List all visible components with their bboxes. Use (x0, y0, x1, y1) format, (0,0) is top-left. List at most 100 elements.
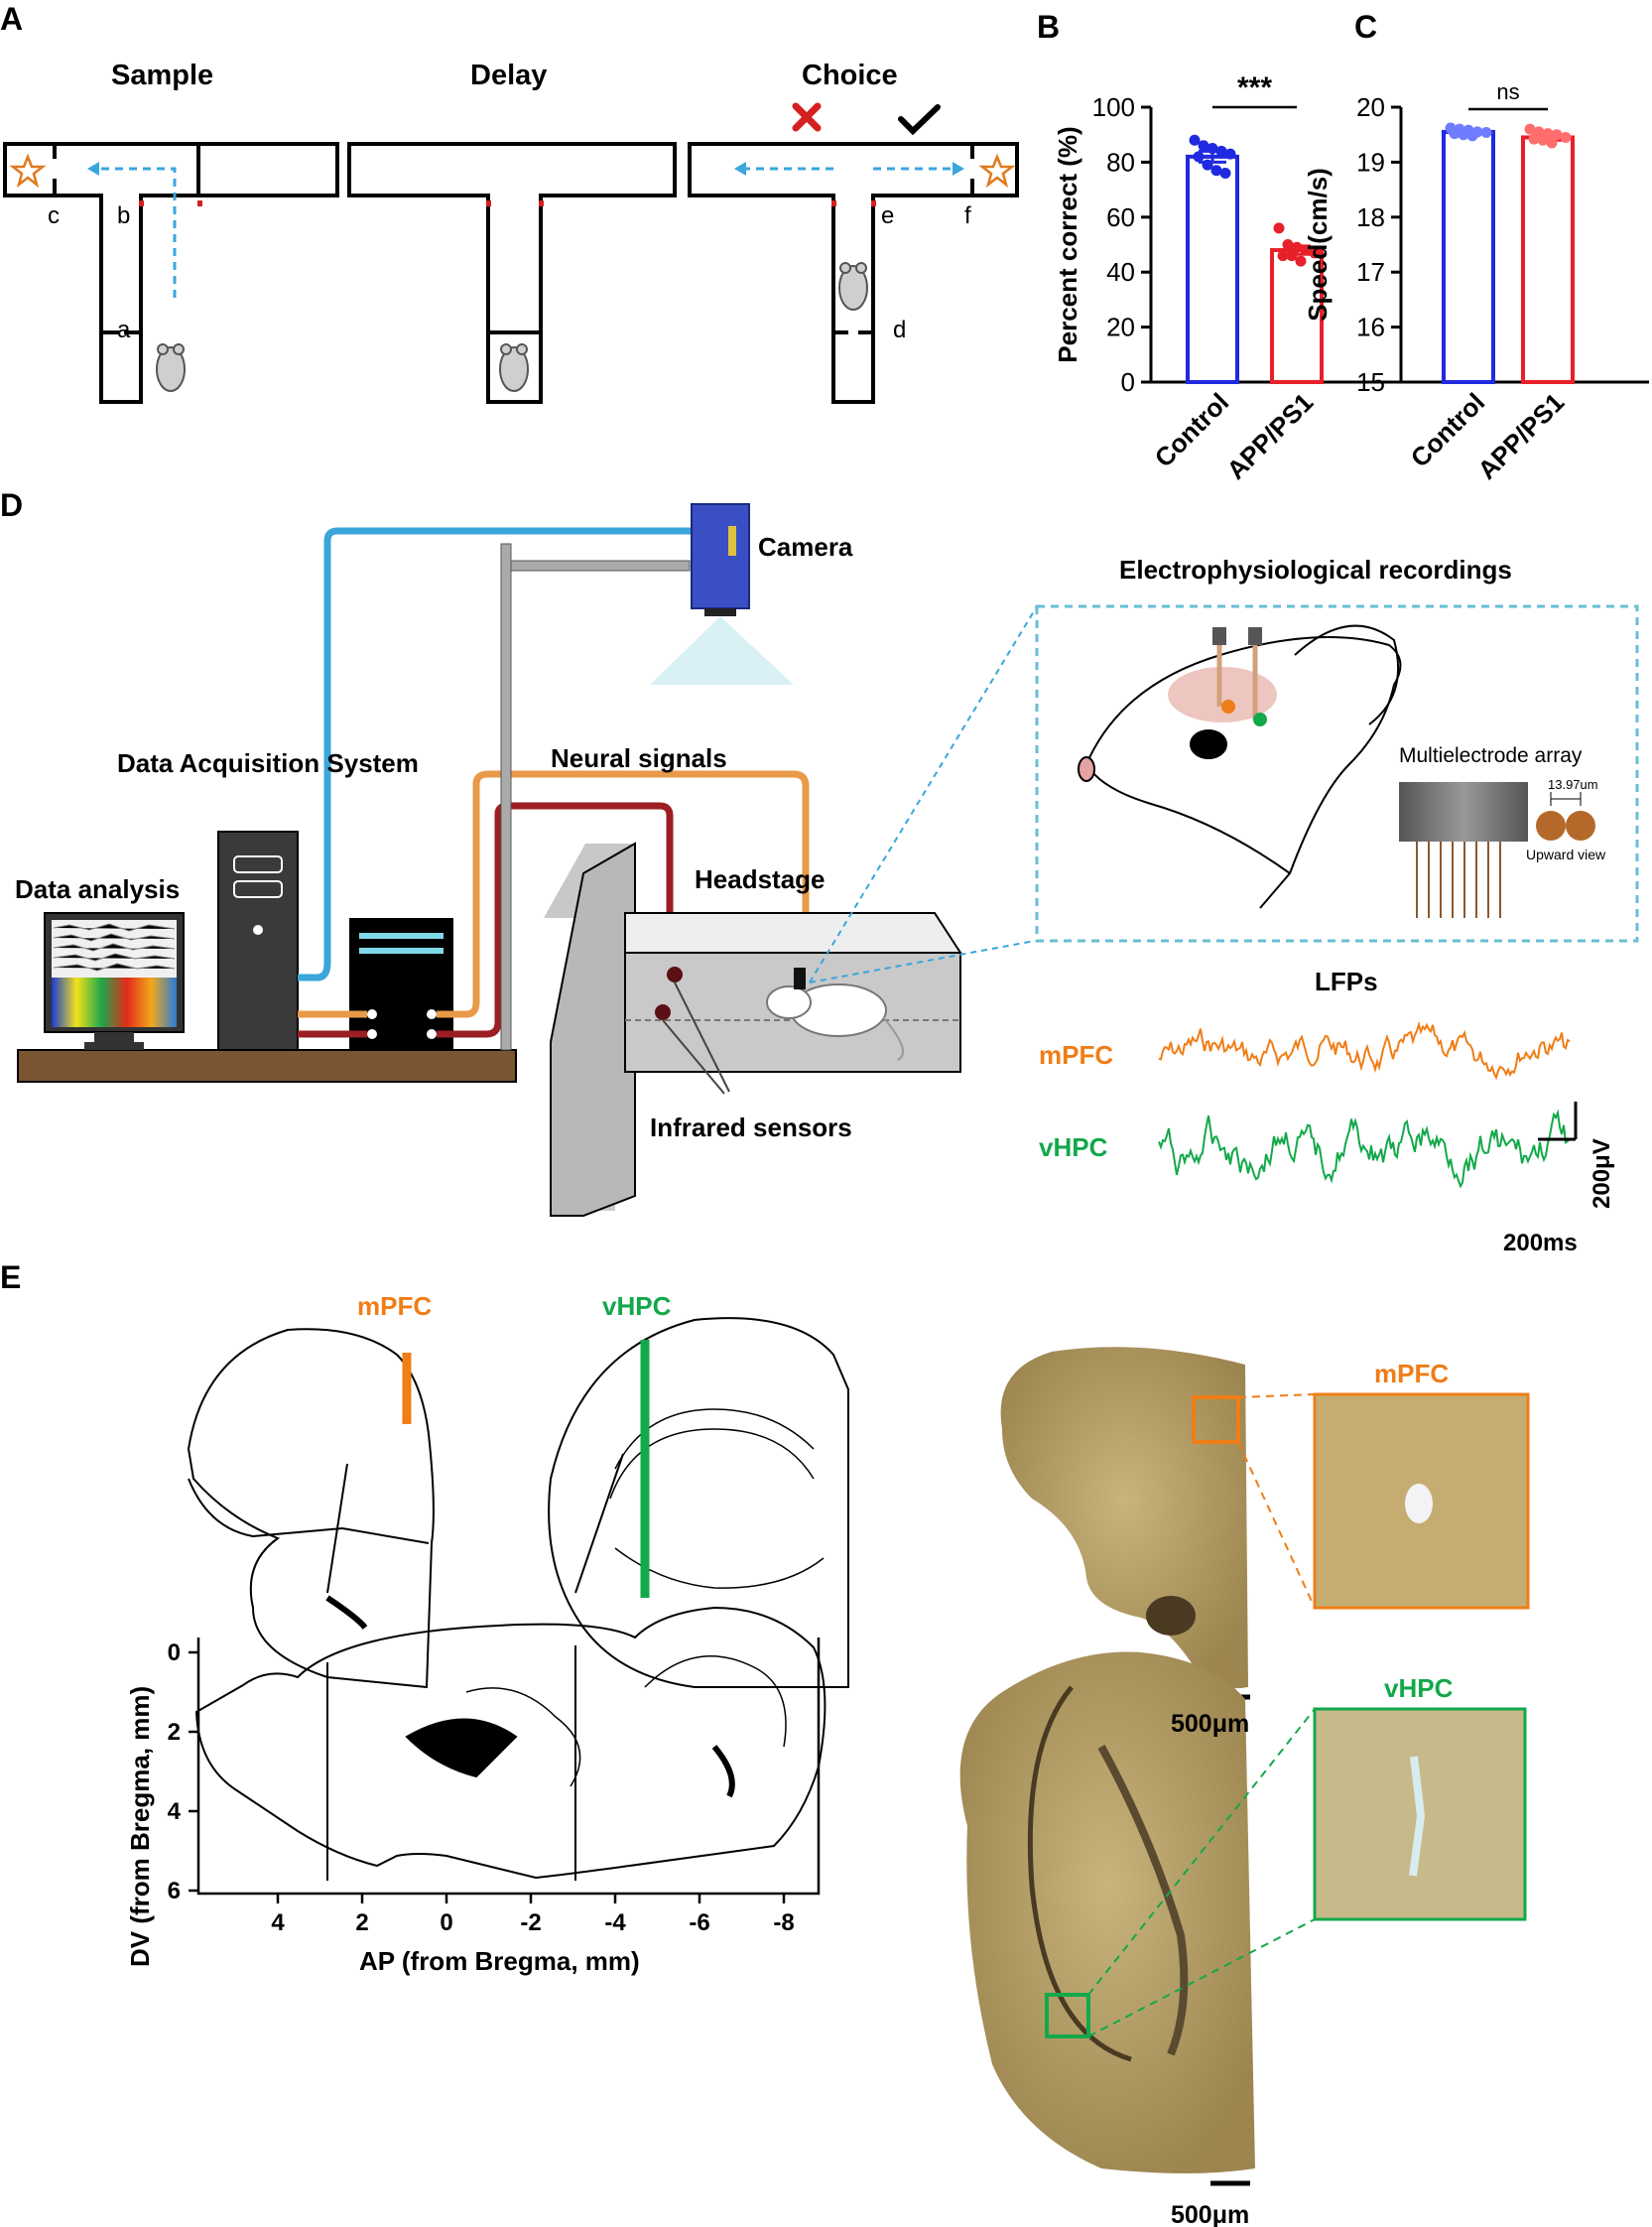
panel-label-a: A (0, 1, 23, 37)
y-tick-label: 15 (1356, 367, 1385, 397)
maze-title-choice: Choice (802, 60, 898, 91)
atlas-label-vhpc: vHPC (602, 1291, 672, 1321)
camera-icon (691, 503, 750, 609)
y-tick-label: 0 (168, 1639, 181, 1666)
hist-scale-1: 500μm (1171, 1710, 1249, 1738)
y-tick-label: 6 (168, 1878, 181, 1904)
data-point (1286, 250, 1298, 262)
lfp-trace-vhpc (1158, 1109, 1571, 1189)
lfp-scale-t: 200ms (1503, 1230, 1578, 1256)
x-tick-label: Control (1149, 387, 1235, 473)
data-point (1210, 165, 1222, 177)
histology-mpfc (1000, 1347, 1530, 1700)
data-point (1537, 134, 1549, 146)
mouse-icon (156, 262, 868, 392)
maze-choice (688, 142, 1019, 404)
lfp-trace-mpfc (1158, 1020, 1571, 1081)
data-point (1300, 244, 1312, 256)
data-point (1291, 241, 1303, 253)
y-tick-label: 19 (1356, 147, 1385, 177)
maze-point-f: f (964, 202, 971, 229)
hist-label-vhpc: vHPC (1384, 1673, 1454, 1703)
data-point (1551, 129, 1563, 141)
data-point (1282, 239, 1294, 250)
panel-a (3, 142, 1019, 404)
y-axis-label: Speed(cm/s) (1303, 168, 1333, 322)
x-tick-label: -6 (689, 1909, 709, 1936)
label-infrared: Infrared sensors (650, 1113, 852, 1142)
maze-point-c: c (48, 202, 60, 229)
atlas-ylabel: DV (from Bregma, mm) (125, 1686, 155, 1967)
y-axis-label: Percent correct (%) (1053, 126, 1082, 362)
data-point (1309, 247, 1321, 259)
x-tick-label: -2 (520, 1909, 541, 1936)
y-tick-label: 18 (1356, 202, 1385, 232)
significance-label: *** (1237, 71, 1272, 104)
data-point (1480, 126, 1492, 138)
label-electro: Electrophysiological recordings (1119, 555, 1512, 585)
data-point (1528, 133, 1540, 145)
x-tick-label: -4 (604, 1909, 626, 1936)
data-point (1524, 123, 1536, 135)
y-tick-label: 20 (1356, 92, 1385, 122)
x-tick-label: APP/PS1 (1220, 387, 1319, 485)
label-neural: Neural signals (551, 743, 727, 773)
data-point (1546, 137, 1558, 149)
bar (1442, 129, 1495, 384)
y-tick-label: 0 (1121, 367, 1135, 397)
maze-point-b: b (117, 202, 130, 229)
data-point (1215, 145, 1227, 157)
label-daq: Data Acquisition System (117, 748, 419, 778)
significance-label: ns (1496, 79, 1519, 104)
label-mea: Multielectrode array (1399, 744, 1583, 767)
label-spacing: 13.97um (1548, 777, 1598, 792)
panel-label-e: E (0, 1259, 21, 1295)
maze-delay (347, 142, 677, 404)
x-tick-label: 0 (440, 1909, 452, 1936)
x-tick-label: -8 (773, 1909, 794, 1936)
data-point (1198, 140, 1209, 152)
mouse-head-illustration (1078, 624, 1402, 909)
star-icon (978, 153, 1016, 189)
data-point (1273, 222, 1285, 234)
label-camera: Camera (758, 532, 853, 562)
data-point (1560, 131, 1572, 143)
acquisition-box (349, 918, 453, 1050)
data-point (1207, 143, 1218, 155)
lfp-label-vhpc: vHPC (1039, 1132, 1108, 1162)
sagittal-section (194, 1606, 826, 1880)
x-tick-label: 2 (355, 1909, 368, 1936)
y-tick-label: 40 (1106, 257, 1135, 287)
panel-label-b: B (1037, 9, 1060, 45)
data-point (1458, 129, 1469, 141)
mea-icon (1399, 782, 1528, 842)
data-point (1449, 128, 1461, 140)
maze-title-sample: Sample (111, 60, 213, 91)
x-tick-label: 4 (271, 1909, 285, 1936)
cross-icon (792, 102, 822, 132)
mouse-icon (766, 968, 904, 1061)
label-headstage: Headstage (695, 864, 826, 894)
data-point (1202, 159, 1213, 171)
atlas-xlabel: AP (from Bregma, mm) (359, 1946, 640, 1976)
y-tick-label: 17 (1356, 257, 1385, 287)
atlas-axes (196, 1638, 821, 1896)
data-point (1224, 148, 1236, 160)
computer-tower (217, 831, 299, 1051)
y-tick-label: 16 (1356, 313, 1385, 342)
hist-label-mpfc: mPFC (1374, 1359, 1449, 1388)
maze-point-d: d (893, 317, 906, 343)
data-point (1277, 250, 1289, 262)
atlas-label-mpfc: mPFC (357, 1291, 432, 1321)
y-tick-label: 20 (1106, 313, 1135, 342)
coronal-section-mpfc (187, 1328, 435, 1689)
coronal-section-vhpc (548, 1317, 849, 1688)
panel-e-atlas (187, 1317, 849, 1896)
data-point (1295, 255, 1307, 267)
maze-point-a: a (117, 317, 131, 343)
zoom-box (1035, 604, 1639, 943)
lfp-title: LFPs (1315, 967, 1378, 996)
